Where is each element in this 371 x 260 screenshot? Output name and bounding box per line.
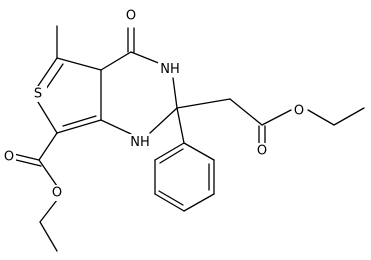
nh-bottom-n: N (130, 135, 140, 150)
carbonyl-oxygen-label: O (126, 9, 136, 24)
bond-cester-o-ether (38, 159, 58, 187)
nh-bottom-label: NH (130, 135, 150, 150)
phenyl-edge-3 (183, 193, 215, 212)
bond-o-ch2-right (307, 109, 335, 126)
bond-c5-s-double (37, 57, 58, 87)
nh-bottom-h: H (140, 135, 150, 150)
atom-labels: S O NH NH O O O O (2, 9, 306, 201)
bond-s-c7 (37, 101, 58, 134)
nh-top-label: NH (160, 62, 180, 77)
bond-c2-ch2 (176, 98, 231, 109)
left-ester-ether-oxygen-label: O (52, 186, 62, 201)
bond-c5-s-inner (45, 63, 64, 90)
bond-n1-c7a (100, 119, 132, 135)
sulfur-label: S (34, 87, 42, 102)
bond-cester-o-double-2 (15, 159, 42, 167)
bond-o-ch2-left (39, 199, 58, 223)
bond-ch2-ccarbonyl (229, 98, 263, 126)
left-ester-carbonyl-oxygen-label: O (4, 150, 14, 165)
bond-c7-cester (38, 132, 58, 161)
nh-top-h: H (170, 62, 180, 77)
bond-c7-c7a (56, 119, 102, 134)
phenyl-inner-3 (159, 148, 184, 164)
phenyl-edge-1 (183, 142, 215, 161)
phenyl-edge-6 (154, 142, 185, 161)
bond-ch2-ch3-left (39, 221, 58, 252)
bond-ccarbonyl-o-ether (261, 109, 292, 126)
right-ester-ether-oxygen-label: O (294, 104, 304, 119)
bond-c2-n1 (149, 107, 178, 134)
bonds (13, 25, 365, 252)
nh-top-n: N (160, 62, 170, 77)
bond-c4a-c4 (100, 51, 132, 71)
bond-c7-c7a-inner (62, 115, 97, 127)
bond-c2-phenyl (176, 107, 185, 144)
phenyl-edge-4 (154, 193, 185, 212)
bond-cester-o-double (13, 153, 40, 161)
bond-c5-c4a (56, 57, 102, 71)
phenyl-inner-2 (158, 190, 184, 206)
right-ester-carbonyl-oxygen-label: O (257, 144, 267, 159)
bond-ch2-ch3-right (333, 107, 365, 126)
bond-n3-c2 (172, 77, 178, 109)
bond-c4-n3 (130, 51, 162, 65)
